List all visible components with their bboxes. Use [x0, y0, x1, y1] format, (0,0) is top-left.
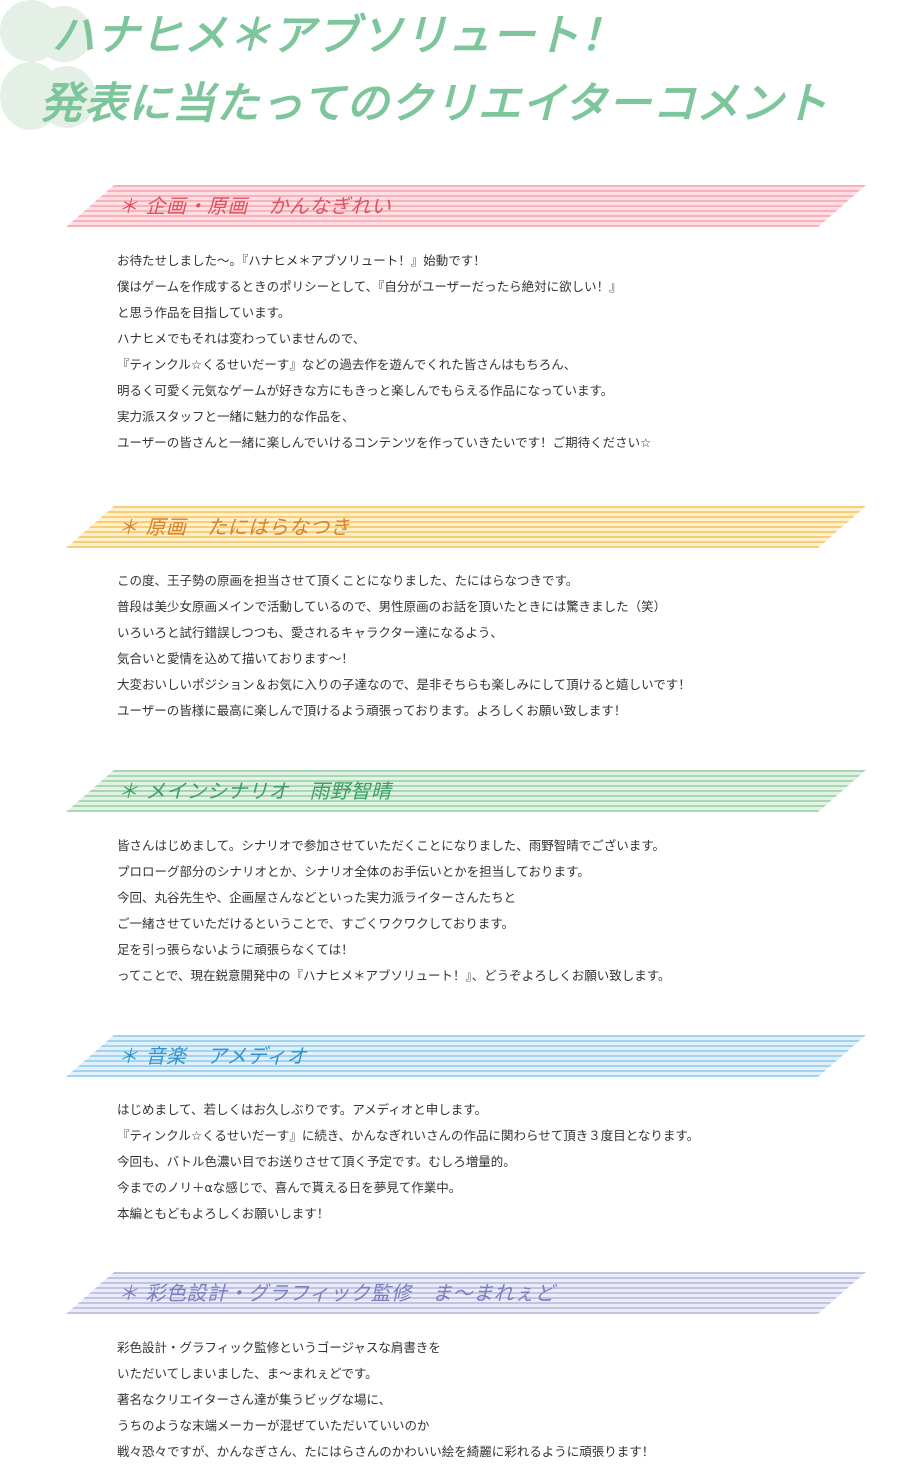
section-banner: [66, 1035, 866, 1077]
comment-line: 皆さんはじめまして。シナリオで参加させていただくことになりました、雨野智晴でござ…: [117, 838, 666, 853]
comment-line: ってことで、現在鋭意開発中の『ハナヒメ＊アブソリュート！』、どうぞよろしくお願い…: [117, 968, 671, 983]
section-banner: [66, 185, 866, 227]
comment-line: 著名なクリエイターさん達が集うビッグな場に、: [117, 1392, 392, 1407]
comment-line: 今までのノリ＋αな感じで、喜んで貰える日を夢見て作業中。: [117, 1180, 462, 1195]
comment-line: 気合いと愛情を込めて描いております〜！: [117, 651, 354, 666]
comment-line: この度、王子勢の原画を担当させて頂くことになりました、たにはらなつきです。: [117, 573, 579, 588]
comment-line: と思う作品を目指しています。: [117, 305, 291, 320]
comment-line: ユーザーの皆さんと一緒に楽しんでいけるコンテンツを作っていきたいです！ご期待くだ…: [117, 435, 652, 450]
comment-line: はじめまして、若しくはお久しぶりです。アメディオと申します。: [117, 1102, 488, 1117]
comment-line: 今回も、バトル色濃い目でお送りさせて頂く予定です。むしろ増量的。: [117, 1154, 516, 1169]
comment-line: 戦々恐々ですが、かんなぎさん、たにはらさんのかわいい絵を綺麗に彩れるように頑張り…: [117, 1444, 655, 1459]
page-title-line2: 発表に当たってのクリエイターコメント: [40, 79, 829, 129]
page-title-line1: ハナヒメ＊アブソリュート！: [52, 11, 624, 61]
comment-line: 『ティンクル☆くるせいだーす』などの過去作を遊んでくれた皆さんはもちろん、: [117, 357, 577, 372]
section-body: はじめまして、若しくはお久しぶりです。アメディオと申します。 『ティンクル☆くる…: [117, 1097, 857, 1227]
comment-line: 明るく可愛く元気なゲームが好きな方にもきっと楽しんでもらえる作品になっています。: [117, 383, 614, 398]
comment-line: いただいてしまいました、ま〜まれぇどです。: [117, 1366, 378, 1381]
comment-line: お待たせしました〜。『ハナヒメ＊アブソリュート！』始動です！: [117, 253, 486, 268]
comment-line: 彩色設計・グラフィック監修というゴージャスな肩書きを: [117, 1340, 441, 1355]
comment-line: うちのような末端メーカーが混ぜていただいていいのか: [117, 1418, 430, 1433]
comment-line: ご一緒させていただけるということで、すごくワクワクしております。: [117, 916, 515, 931]
section-body: 皆さんはじめまして。シナリオで参加させていただくことになりました、雨野智晴でござ…: [117, 833, 857, 989]
section-banner: [66, 770, 866, 812]
comment-line: プロローグ部分のシナリオとか、シナリオ全体のお手伝いとかを担当しております。: [117, 864, 590, 879]
section-banner: [66, 1272, 866, 1314]
comment-line: 本編ともどもよろしくお願いします！: [117, 1206, 330, 1221]
comment-line: 大変おいしいポジション＆お気に入りの子達なので、是非そちらも楽しみにして頂けると…: [117, 677, 691, 692]
comment-line: いろいろと試行錯誤しつつも、愛されるキャラクター達になるよう、: [117, 625, 503, 640]
comment-line: 今回、丸谷先生や、企画屋さんなどといった実力派ライターさんたちと: [117, 890, 517, 905]
comment-line: 足を引っ張らないように頑張らなくては！: [117, 942, 354, 957]
comment-line: 僕はゲームを作成するときのポリシーとして、『自分がユーザーだったら絶対に欲しい！…: [117, 279, 622, 294]
comment-line: 普段は美少女原画メインで活動しているので、男性原画のお話を頂いたときには驚きまし…: [117, 599, 667, 614]
section-body: この度、王子勢の原画を担当させて頂くことになりました、たにはらなつきです。 普段…: [117, 568, 857, 724]
comment-line: ユーザーの皆様に最高に楽しんで頂けるよう頑張っております。よろしくお願い致します…: [117, 703, 627, 718]
comment-line: 『ティンクル☆くるせいだーす』に続き、かんなぎれいさんの作品に関わらせて頂き３度…: [117, 1128, 700, 1143]
section-body: 彩色設計・グラフィック監修というゴージャスな肩書きを いただいてしまいました、ま…: [117, 1335, 857, 1465]
section-title: ＊ 企画・原画 かんなぎれい: [118, 194, 392, 218]
section-title: ＊ メインシナリオ 雨野智晴: [118, 779, 392, 803]
clover-leaf-icon: [38, 66, 96, 128]
comment-line: ハナヒメでもそれは変わっていませんので、: [117, 331, 366, 346]
section-banner: [66, 506, 866, 548]
clover-leaf-icon: [36, 6, 92, 62]
section-title: ＊ 音楽 アメディオ: [118, 1044, 307, 1068]
section-title: ＊ 彩色設計・グラフィック監修 ま〜まれぇど: [118, 1281, 555, 1305]
comment-line: 実力派スタッフと一緒に魅力的な作品を、: [117, 409, 355, 424]
section-title: ＊ 原画 たにはらなつき: [118, 515, 351, 539]
section-body: お待たせしました〜。『ハナヒメ＊アブソリュート！』始動です！ 僕はゲームを作成す…: [117, 248, 857, 456]
